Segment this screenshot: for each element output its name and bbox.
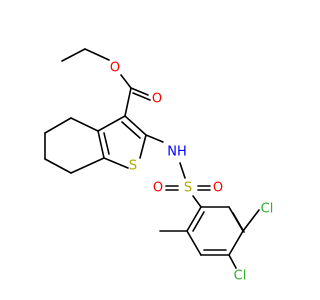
sulfonyl-oxygen-left-label: O: [153, 181, 163, 196]
sulfonamide-bonds: [145, 134, 211, 208]
sulfonyl-sulfur-label: S: [184, 181, 192, 196]
structure-drawing: O O NH S S O O Cl Cl: [44, 48, 274, 284]
molecule-canvas: O O NH S S O O Cl Cl: [44, 48, 274, 284]
sulfonyl-oxygen-right-label: O: [213, 181, 223, 196]
chlorine-top-label: Cl: [261, 202, 274, 217]
thiophene-sulfur-label: S: [129, 159, 137, 174]
thiophene-ring-bonds: [97, 115, 147, 169]
substituent-bonds: [159, 209, 260, 269]
ether-oxygen-label: O: [110, 61, 120, 76]
cyclohexane-ring-bonds: [44, 117, 105, 174]
ethyl-ester-bonds: [61, 48, 151, 117]
benzene-ring-bonds: [186, 206, 245, 256]
chlorine-bottom-label: Cl: [234, 269, 247, 284]
carbonyl-oxygen-label: O: [152, 92, 162, 107]
amine-nh-label: NH: [167, 145, 187, 160]
